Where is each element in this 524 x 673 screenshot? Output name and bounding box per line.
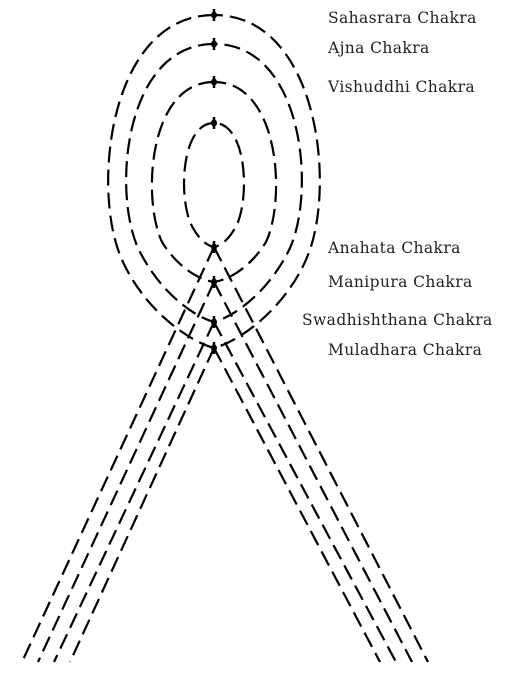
label-vishuddhi: Vishuddhi Chakra [327, 78, 475, 96]
nadi-leg-right-4 [214, 348, 380, 662]
chakra-labels: Sahasrara Chakra Ajna Chakra Vishuddhi C… [302, 9, 493, 359]
label-manipura: Manipura Chakra [328, 273, 473, 291]
label-sahasrara: Sahasrara Chakra [328, 9, 477, 27]
nadi-leg-left-4 [70, 348, 214, 662]
label-ajna: Ajna Chakra [327, 39, 430, 57]
nadi-leg-right-3 [214, 322, 396, 662]
nadi-leg-left-3 [54, 322, 214, 662]
nadi-legs [22, 247, 428, 662]
nadi-leg-left-1 [22, 247, 214, 662]
label-muladhara: Muladhara Chakra [328, 341, 482, 359]
label-anahata: Anahata Chakra [327, 239, 461, 257]
nadi-leg-left-2 [38, 282, 214, 662]
inner-top-point [211, 117, 217, 129]
nadi-loops [108, 15, 320, 348]
nadi-leg-right-1 [214, 247, 428, 662]
chakra-points [211, 9, 217, 354]
sahasrara-point [211, 9, 217, 21]
nadi-loop-outer [108, 15, 320, 348]
nadi-leg-right-2 [214, 282, 412, 662]
label-swadhishthana: Swadhishthana Chakra [302, 311, 493, 329]
nadi-loop-inner [184, 123, 244, 247]
ajna-point [211, 38, 217, 50]
vishuddhi-point [211, 76, 217, 88]
